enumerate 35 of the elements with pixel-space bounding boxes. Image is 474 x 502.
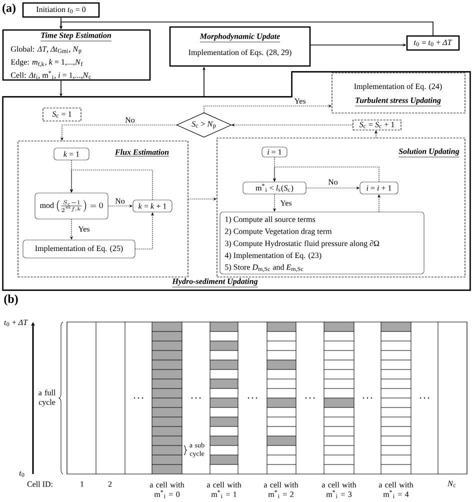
process-box: Time Step Estimation Global: ΔT, Δt$_{Gmi}$, N$_{p}$ Edge: m$_{f,k}$, k = 1,...,N$_{f}$ Cell: Δt$_{i}$, m$^{*}$$_{i}$, i = 1,...,N$_{c}$ <box>2 29 151 81</box>
panel-label: (a) <box>2 4 16 14</box>
process-box: k = k + 1 <box>132 200 172 212</box>
column-label: a cell with m$^{*}$$_{i}$ = 0 <box>150 482 184 498</box>
brace-label: a full cycle <box>38 390 56 406</box>
axis-label: t$_{0}$ + ΔT <box>4 320 28 326</box>
process-box: k = 1 <box>54 148 90 160</box>
panel-label: (b) <box>4 294 18 306</box>
process-box: i = 1 <box>262 146 288 158</box>
dashed-box: Implementation of Eq. (24) Turbulent stress Updating <box>332 72 466 114</box>
step-list-box: 1) Compute all source terms 2) Compute Vegetation drag term 3) Compute Hydrostatic fluid pressure along ∂Ω 4) Implementation of Eq. (23) 5) Store D$_{m,Sc}$ and E$_{m,Sc}$ <box>220 212 424 274</box>
edge-label: No <box>124 116 136 124</box>
column-label: a cell with m$^{*}$$_{i}$ = 4 <box>378 482 414 498</box>
edge-label: Yes <box>78 226 90 232</box>
condition-box: $\mathrm{mod}\left(\frac{S_c-1}{2^{m_{f,k}}}\right)=0$ <box>34 192 108 220</box>
column-label: 1 <box>80 481 84 487</box>
column-label: a cell with m$^{*}$$_{i}$ = 2 <box>264 482 298 498</box>
process-box: i = i + 1 <box>360 182 398 194</box>
column-label: a cell with m$^{*}$$_{i}$ = 3 <box>322 482 356 498</box>
column-label: 2 <box>108 481 112 487</box>
row-label: Cell ID: <box>27 481 52 487</box>
dashed-box: S$_{c}$ = 1 <box>42 108 82 122</box>
column-label: N$_{c}$ <box>448 480 456 488</box>
edge-label: No <box>114 198 126 204</box>
condition-box: m$^{*}$$_{i}$ < l$_{s}$(S$_{c}$) <box>242 182 306 194</box>
edge-label: No <box>328 178 338 186</box>
column-label: a cell with m$^{*}$$_{i}$ = 1 <box>206 482 242 498</box>
edge-label: Yes <box>294 98 306 104</box>
edge-label: Yes <box>280 200 292 206</box>
process-box: Implementation of Eq. (25) <box>22 240 136 258</box>
axis-label: t$_{0}$ <box>19 471 24 477</box>
process-box: Morphodynamic Update Implementation of Eqs. (28, 29) <box>169 26 311 67</box>
process-box: t$_{0}$ = t$_{0}$ + ΔT <box>406 35 460 51</box>
process-box: Initiation t$_{0}$ = 0 <box>22 2 100 18</box>
dashed-box: S$_{c}$ = S$_{c}$ + 1 <box>352 120 402 130</box>
